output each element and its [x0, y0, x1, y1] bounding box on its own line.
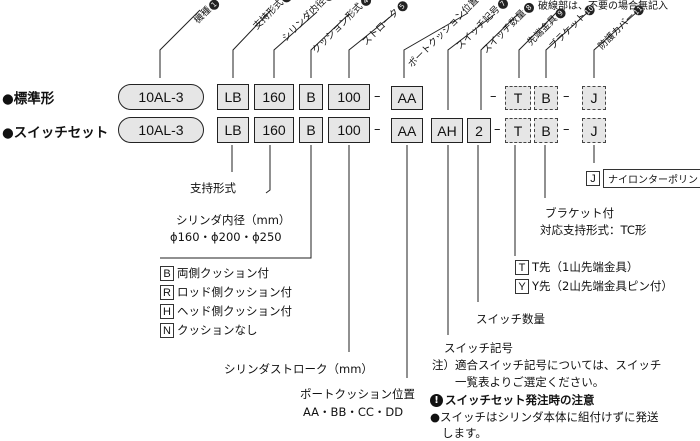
header-leader	[593, 11, 638, 78]
support-box: LB	[217, 84, 249, 110]
switch-code-note: 注）適合スイッチ記号については、スイッチ	[432, 358, 662, 372]
model-box: 10AL-3	[118, 117, 204, 143]
separator: –	[374, 89, 381, 104]
header-leader	[447, 13, 496, 110]
header-leader	[403, 12, 469, 78]
header-leader	[348, 12, 396, 78]
unused-note: 破線部は、不要の場合無記入	[538, 1, 668, 12]
header-leader	[518, 11, 558, 78]
bracket-box: B	[534, 86, 558, 110]
header-leader	[159, 9, 201, 78]
port-box: AA	[391, 118, 423, 143]
header-leader	[273, 11, 318, 78]
port-box: AA	[391, 86, 423, 110]
switch-code-desc: スイッチ記号	[444, 341, 513, 355]
support-box: LB	[217, 117, 249, 143]
separator: –	[563, 122, 570, 137]
bracket-box: B	[534, 118, 558, 143]
caution-line: します。	[442, 426, 487, 440]
header-leader	[545, 11, 589, 78]
bracket-desc-support: 対応支持形式：TC形	[540, 223, 647, 237]
model-box: 10AL-3	[118, 84, 204, 110]
stroke-box: 100	[328, 84, 370, 110]
stroke-desc: シリンダストローク（mm）	[224, 362, 373, 376]
row-label-standard: ●標準形	[2, 91, 55, 107]
separator: –	[563, 89, 570, 104]
cushion-box: B	[299, 117, 323, 143]
warning-icon: !	[430, 394, 443, 407]
header-leader	[480, 13, 519, 110]
stroke-box: 100	[328, 117, 370, 143]
row-label-switch-set: ●スイッチセット	[2, 125, 109, 141]
bracket-desc: ブラケット付	[545, 206, 614, 220]
header-leader	[310, 13, 350, 78]
separator: –	[494, 122, 501, 137]
caution-title: !スイッチセット発注時の注意	[430, 392, 595, 408]
bore-box: 160	[254, 117, 294, 143]
header-leader	[232, 9, 272, 78]
port-desc-values: AA・BB・CC・DD	[303, 405, 404, 419]
bore-desc-title: シリンダ内径（mm）	[176, 213, 291, 227]
switch-qty-desc: スイッチ数量	[476, 312, 545, 326]
bore-box: 160	[254, 84, 294, 110]
separator: –	[374, 122, 381, 137]
caution-line: ●スイッチはシリンダ本体に組付けずに発送	[430, 410, 659, 424]
rod-end-box: T	[505, 86, 531, 110]
switch-code-box: AH	[431, 118, 463, 143]
cushion-box: B	[299, 84, 323, 110]
rod-end-box: T	[505, 118, 531, 143]
switch-qty-box: 2	[467, 118, 491, 143]
support-desc: 支持形式	[190, 181, 236, 195]
separator: –	[490, 89, 497, 104]
cover-box: J	[582, 118, 606, 143]
port-desc-title: ポートクッション位置	[300, 387, 415, 401]
switch-code-note: 一覧表よりご選定ください。	[455, 375, 605, 389]
bore-desc-values: ϕ160・ϕ200・ϕ250	[170, 230, 282, 244]
cover-box: J	[582, 86, 606, 110]
